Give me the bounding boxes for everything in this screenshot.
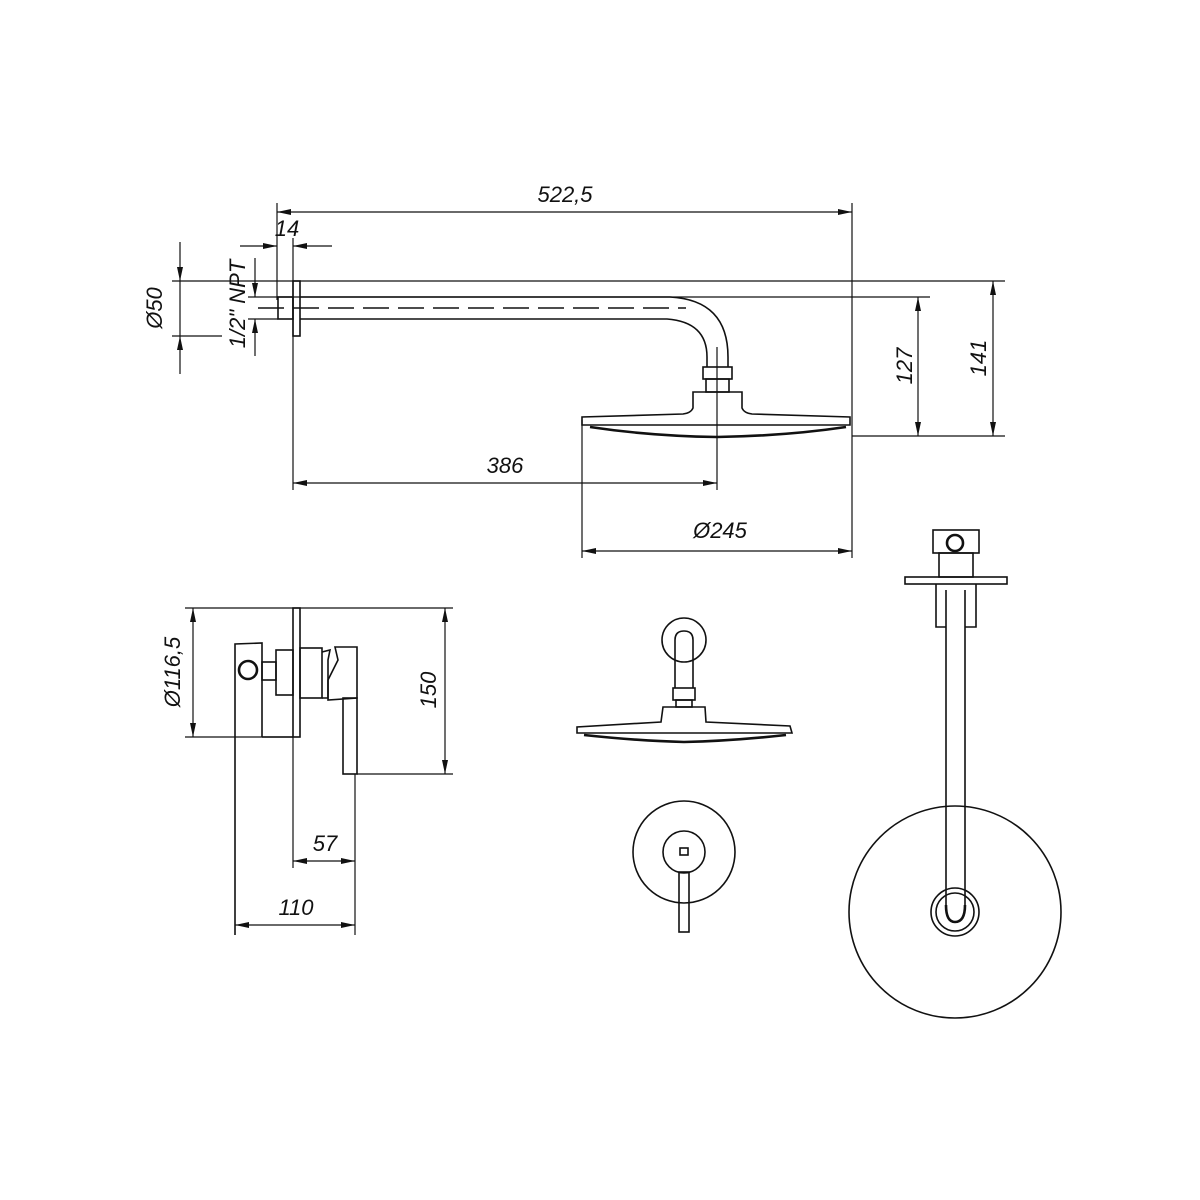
shower-top-view [848, 529, 1062, 1019]
shower-arm-side-view [258, 280, 851, 490]
arm-top [945, 590, 966, 905]
top-plate [904, 576, 1008, 585]
valve-body [234, 642, 263, 935]
arm-bottom-edge [300, 318, 708, 358]
valve-lever [342, 697, 358, 775]
dim-handle-projection: 57 [313, 831, 338, 856]
dim-valve-plate-diameter: Ø116,5 [160, 636, 185, 708]
valve-lever-front [678, 871, 690, 933]
dim-arm-drop-inner: 127 [892, 347, 917, 384]
valve-front-view [632, 800, 736, 933]
indicator-mark [679, 847, 689, 856]
dim-plate-diameter: Ø50 [142, 286, 167, 329]
valve-side-view [234, 607, 358, 935]
valve-handle [327, 646, 358, 701]
dim-plate-thickness: 14 [275, 216, 299, 241]
dim-head-diameter: Ø245 [692, 518, 748, 543]
dim-valve-depth: 110 [278, 895, 314, 920]
spray-face [589, 425, 847, 439]
valve-handle-hub [662, 830, 706, 874]
shower-head-body [581, 391, 851, 426]
valve-plate [292, 607, 301, 738]
valve-collar [275, 649, 294, 696]
shower-head-front-view [576, 617, 794, 744]
head-disc-top [848, 805, 1062, 1019]
dim-thread: 1/2" NPT [225, 258, 250, 348]
arm-front [674, 630, 694, 688]
arm-escutcheon [661, 617, 707, 663]
valve-cover-plate [632, 800, 736, 904]
dim-valve-height: 150 [416, 671, 441, 708]
dim-overall-length: 522,5 [537, 182, 593, 207]
top-fitting [932, 529, 980, 554]
top-dimensions: 522,5 14 Ø50 1/2" NPT 127 141 386 Ø245 [142, 182, 1005, 558]
dim-arm-drop-total: 141 [966, 340, 991, 377]
valve-dimensions: Ø116,5 150 57 110 [160, 607, 453, 935]
dim-head-offset: 386 [487, 453, 524, 478]
arm-top-edge [300, 296, 729, 358]
head-disc-front [576, 706, 794, 734]
valve-knob [237, 659, 259, 681]
